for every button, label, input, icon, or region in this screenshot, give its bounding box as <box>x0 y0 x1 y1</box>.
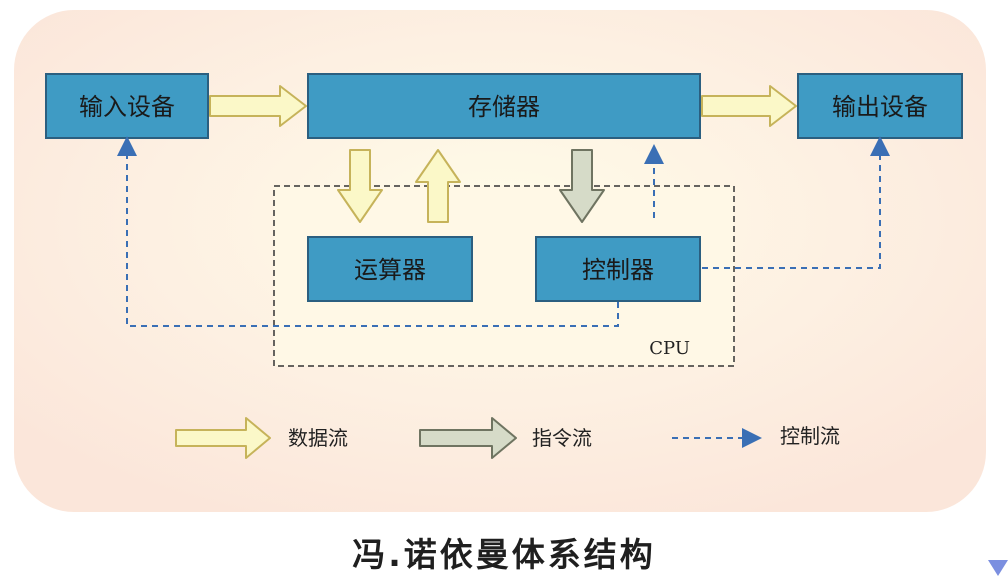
control-line-controller-to-output <box>702 136 890 269</box>
node-memory: 存储器 <box>307 73 701 139</box>
node-alu-label: 运算器 <box>354 256 426 284</box>
node-memory-label: 存储器 <box>468 93 540 121</box>
data-arrow-memory-to-alu <box>337 149 383 223</box>
node-output-device: 输出设备 <box>797 73 963 139</box>
legend-data-flow-arrow <box>175 417 271 459</box>
data-arrow-memory-to-output <box>701 85 797 127</box>
node-controller: 控制器 <box>535 236 701 302</box>
caption: 冯.诺依曼体系结构 <box>352 535 656 574</box>
legend-instruction-flow-label: 指令流 <box>532 426 592 450</box>
data-arrow-input-to-memory <box>209 85 307 127</box>
legend-data-flow-label: 数据流 <box>288 426 348 450</box>
instruction-arrow-memory-to-controller <box>559 149 605 223</box>
cpu-label: CPU <box>649 338 690 359</box>
legend-control-flow-label: 控制流 <box>780 424 840 448</box>
corner-triangle-icon <box>988 560 1008 576</box>
legend-instruction-flow-arrow <box>419 417 517 459</box>
control-line-controller-to-input <box>117 136 619 327</box>
node-input-device: 输入设备 <box>45 73 209 139</box>
data-arrow-alu-to-memory <box>415 149 461 223</box>
legend: 数据流 指令流 控制流 <box>175 417 840 459</box>
node-output-device-label: 输出设备 <box>832 93 928 121</box>
node-input-device-label: 输入设备 <box>79 93 175 121</box>
node-controller-label: 控制器 <box>582 256 654 284</box>
node-alu: 运算器 <box>307 236 473 302</box>
